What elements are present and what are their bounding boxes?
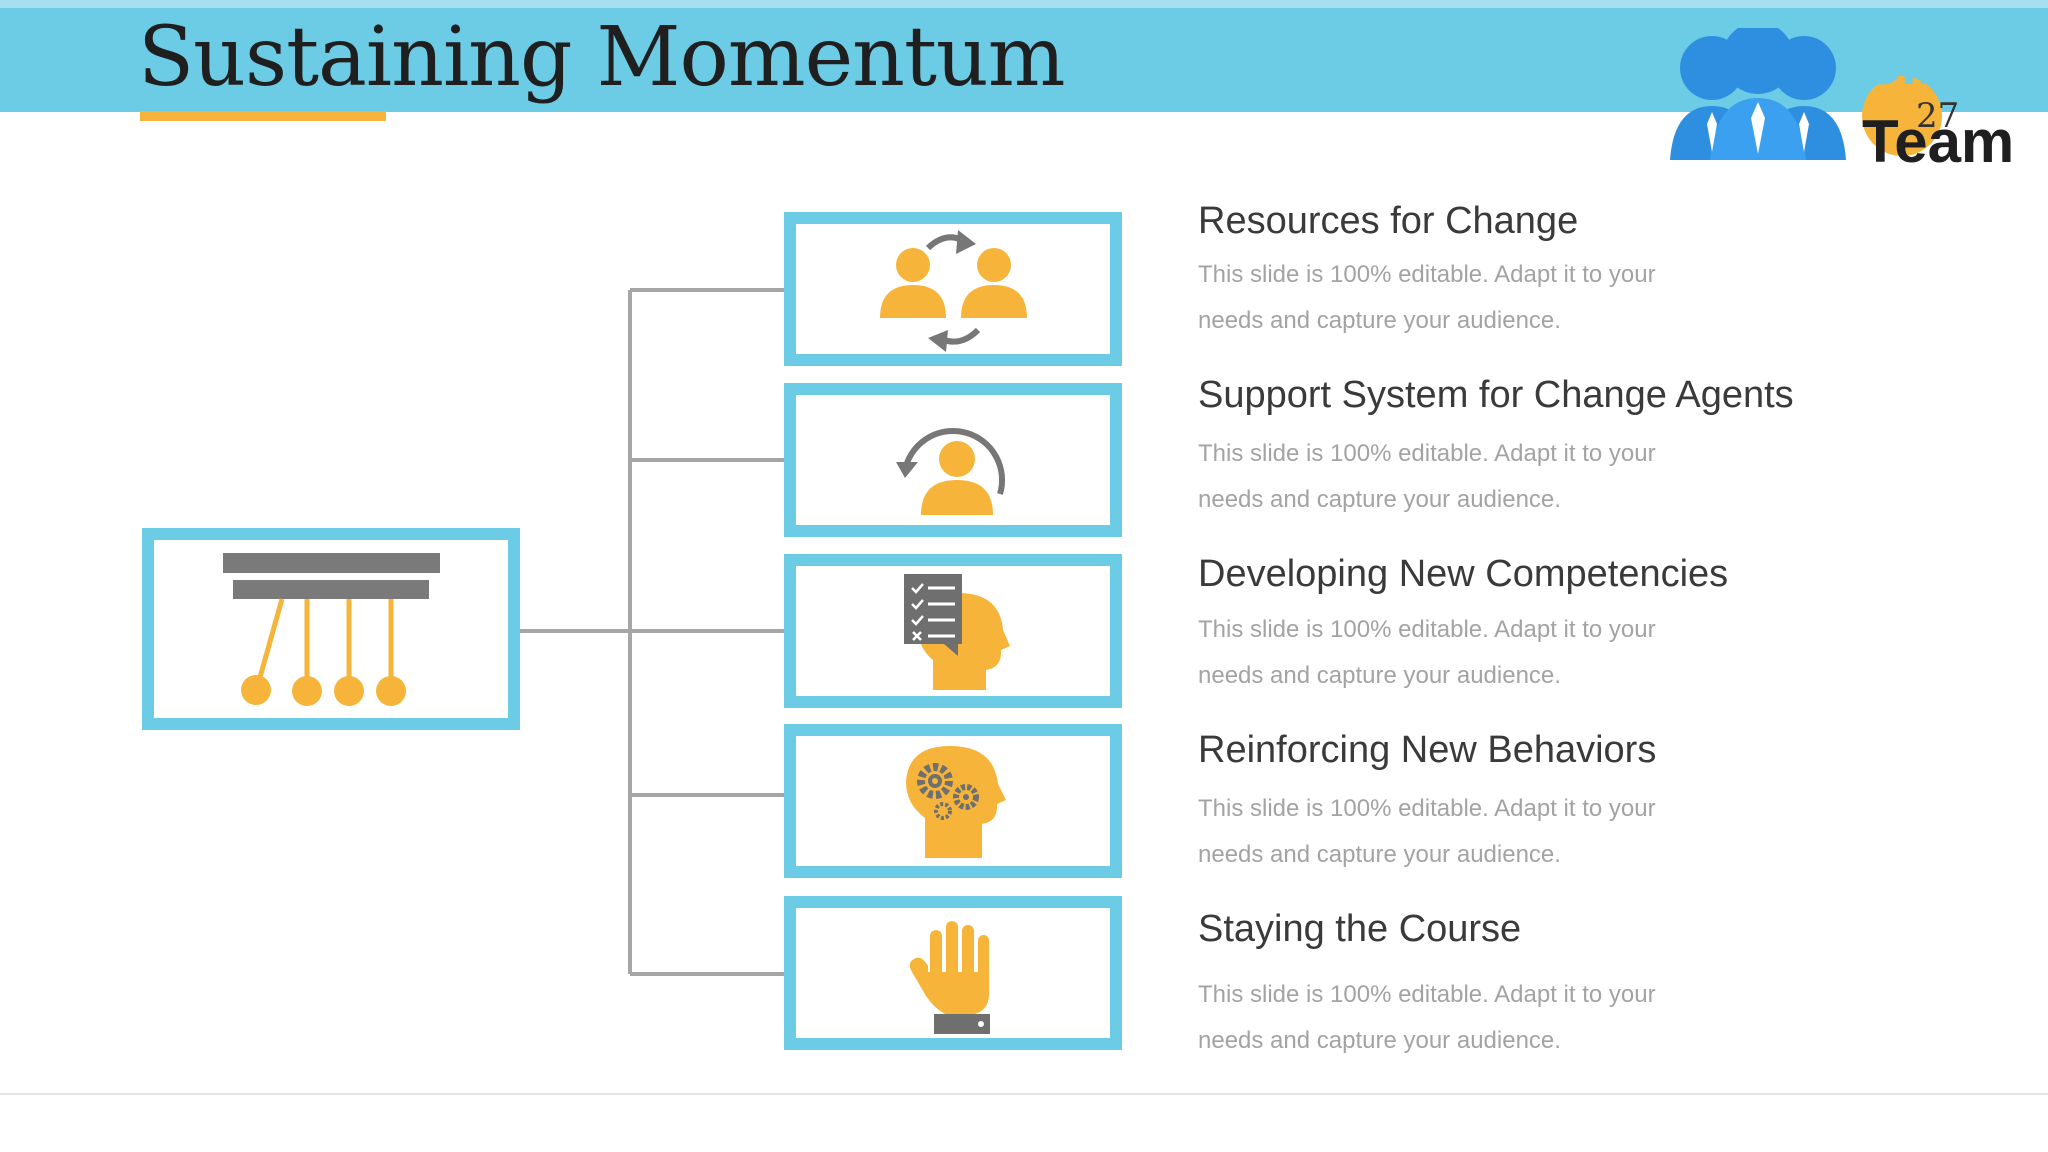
slideteam-logo: Slide Team [1670, 28, 2014, 175]
item-desc-line: needs and capture your audience. [1198, 486, 1561, 513]
newtons-cradle-icon [223, 553, 440, 706]
item-desc-support: This slide is 100% editable. Adapt it to… [1198, 431, 1758, 523]
slide-title: Sustaining Momentum [138, 10, 1065, 105]
item-desc-line: needs and capture your audience. [1198, 662, 1561, 689]
people-exchange-icon [880, 230, 1027, 352]
item-title-course: Staying the Course [1198, 908, 1522, 950]
person-cycle-icon [896, 427, 1005, 515]
raised-hand-icon [909, 921, 990, 1034]
item-title-behaviors: Reinforcing New Behaviors [1198, 729, 1657, 771]
item-desc-line: This slide is 100% editable. Adapt it to… [1198, 616, 1656, 643]
head-checklist-icon [904, 574, 1010, 690]
item-desc-line: This slide is 100% editable. Adapt it to… [1198, 981, 1656, 1008]
item-desc-line: This slide is 100% editable. Adapt it to… [1198, 795, 1656, 822]
central-box [142, 528, 520, 730]
item-desc-resources: This slide is 100% editable. Adapt it to… [1198, 252, 1758, 344]
item-desc-course: This slide is 100% editable. Adapt it to… [1198, 972, 1758, 1064]
item-desc-behaviors: This slide is 100% editable. Adapt it to… [1198, 786, 1758, 878]
head-gears-icon [906, 746, 1006, 858]
item-title-resources: Resources for Change [1198, 200, 1579, 242]
team-people-icon [1670, 28, 1846, 160]
item-desc-line: needs and capture your audience. [1198, 841, 1561, 868]
item-box-course [784, 896, 1122, 1050]
logo-word-slide: Slide [1862, 32, 2001, 97]
item-desc-line: needs and capture your audience. [1198, 307, 1561, 334]
item-desc-line: This slide is 100% editable. Adapt it to… [1198, 261, 1656, 288]
item-box-support [784, 383, 1122, 537]
item-box-behaviors [784, 724, 1122, 878]
footer-divider [0, 1093, 2048, 1095]
page-number: 27 [1916, 96, 1960, 136]
item-desc-line: needs and capture your audience. [1198, 1027, 1561, 1054]
title-underline [140, 111, 386, 121]
connector-lines [518, 288, 790, 976]
item-title-support: Support System for Change Agents [1198, 374, 1794, 416]
header-band-highlight [0, 0, 2048, 8]
item-desc-competencies: This slide is 100% editable. Adapt it to… [1198, 607, 1758, 699]
item-title-competencies: Developing New Competencies [1198, 553, 1729, 595]
item-box-resources [784, 212, 1122, 366]
logo-badge [1862, 76, 1942, 156]
item-box-competencies [784, 554, 1122, 708]
logo-word-team: Team [1862, 108, 2014, 175]
item-desc-line: This slide is 100% editable. Adapt it to… [1198, 440, 1656, 467]
